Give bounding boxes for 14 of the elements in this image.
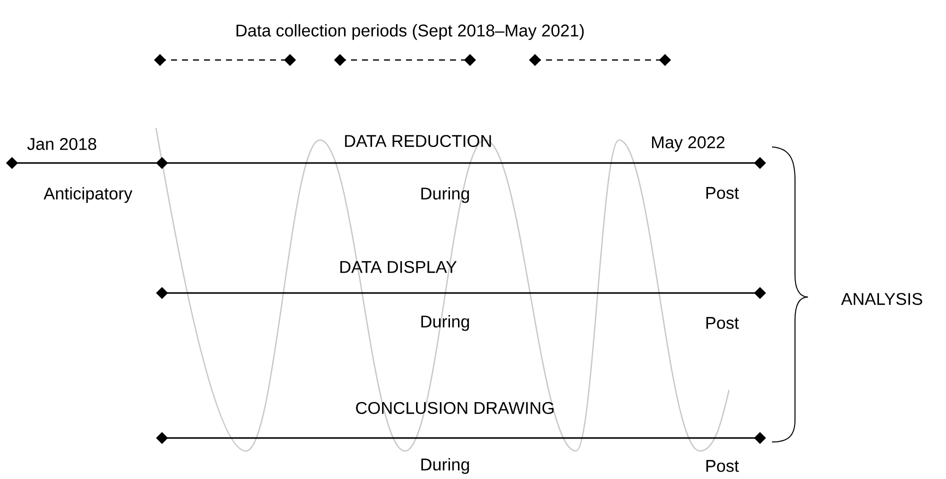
label: DATA DISPLAY — [340, 260, 457, 274]
label: DATA REDUCTION — [345, 134, 491, 148]
label: During — [421, 458, 469, 474]
label: Post — [706, 187, 739, 199]
label: Data collection periods (Sept 2018–May 2021) — [236, 24, 584, 40]
label: ANALYSIS — [841, 292, 922, 306]
label: Post — [706, 460, 739, 472]
label: Anticipatory — [44, 187, 132, 203]
label: During — [421, 187, 469, 203]
label: During — [421, 315, 469, 331]
label: May 2022 — [652, 136, 724, 152]
label: CONCLUSION DRAWING — [356, 402, 554, 414]
label: Post — [706, 317, 739, 329]
label: Jan 2018 — [27, 138, 96, 150]
